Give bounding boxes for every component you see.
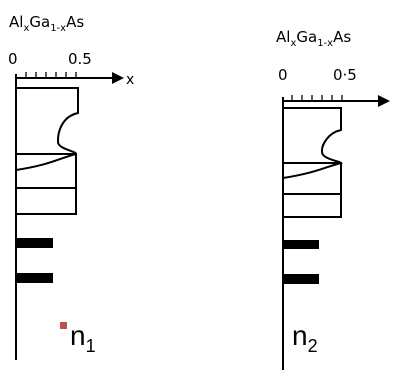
panel-1-axis-arrow <box>112 72 124 84</box>
panel-1-label: n1 <box>70 320 96 356</box>
panel-1-contact-layer-1 <box>16 238 53 248</box>
panel-2-contact-layer-2 <box>283 274 319 284</box>
panel-2-contact-layer-1 <box>283 240 319 249</box>
panel-1-title: AlxGa1-xAs <box>9 13 84 34</box>
panel-1-x-axis <box>16 72 114 79</box>
panel-1: AlxGa1-xAs 0 0.5 x n1 <box>8 13 134 360</box>
panel-2-title: AlxGa1-xAs <box>276 28 351 49</box>
panel-1-tick-zero: 0 <box>8 50 18 68</box>
square-bullet-icon <box>60 322 67 329</box>
panel-1-contact-layer-2 <box>16 273 53 283</box>
panel-1-composition-profile <box>15 87 79 215</box>
panel-2-axis-arrow <box>378 95 390 107</box>
panel-2-x-axis <box>283 95 378 102</box>
panel-2-composition-profile <box>282 107 343 218</box>
panel-2-label: n2 <box>292 320 318 356</box>
panel-2-tick-zero: 0 <box>278 66 288 84</box>
panel-2-tick-half: 0·5 <box>333 66 357 84</box>
panel-2: AlxGa1-xAs 0 0·5 n2 <box>276 28 390 370</box>
panel-1-tick-half: 0.5 <box>68 50 92 68</box>
panel-1-axis-label: x <box>126 72 134 88</box>
